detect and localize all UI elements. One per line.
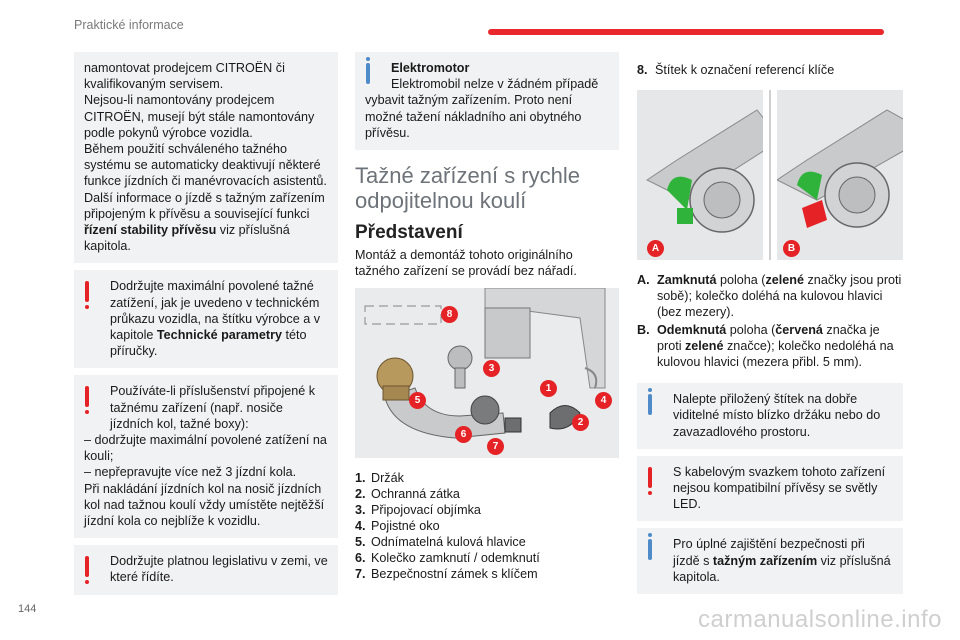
item-8: 8.Štítek k označení referencí klíče xyxy=(637,63,835,77)
warning-text-2: – dodržujte maximální povolené zatížení … xyxy=(84,433,327,464)
info-text: Nalepte přiložený štítek na dobře vidite… xyxy=(673,392,881,439)
running-header: Praktické informace xyxy=(74,18,184,32)
info-icon xyxy=(366,57,370,84)
info-text: Pro úplné zajištění bezpečnosti při jízd… xyxy=(673,537,891,584)
list-item: 2.Ochranná zátka xyxy=(355,486,460,501)
column-left: namontovat prodejcem CITROËN či kvalifik… xyxy=(74,52,338,602)
warning-icon xyxy=(648,466,652,495)
callout-2: 2 xyxy=(572,413,589,431)
callout-3: 3 xyxy=(483,359,500,377)
warning-box-legislation: Dodržujte platnou legislativu v zemi, ve… xyxy=(74,545,338,595)
list-item: 6.Kolečko zamknutí / odemknutí xyxy=(355,550,540,565)
parts-list: 1.Držák 2.Ochranná zátka 3.Připojovací o… xyxy=(355,470,619,582)
intro-box: namontovat prodejcem CITROËN či kvalifik… xyxy=(74,52,338,264)
list-item: B.Odemknutá poloha (červená značka je pr… xyxy=(637,322,894,370)
list-item: 1.Držák xyxy=(355,470,404,485)
intro-line-2: Nejsou-li namontovány prodejcem CITROËN,… xyxy=(84,93,315,140)
list-item: 5.Odnímatelná kulová hlavice xyxy=(355,534,526,549)
warning-box-led: S kabelovým svazkem tohoto zařízení nejs… xyxy=(637,455,903,522)
lock-figures: A B xyxy=(637,90,903,260)
warning-text: Dodržujte platnou legislativu v zemi, ve… xyxy=(110,554,328,585)
intro-text: Montáž a demontáž tohoto originálního ta… xyxy=(355,248,577,279)
callout-1: 1 xyxy=(540,379,557,397)
warning-text-1: Používáte-li příslušenství připojené k t… xyxy=(110,384,316,431)
warning-text-4: Při nakládání jízdních kol na nosič jízd… xyxy=(84,481,325,529)
figure-b: B xyxy=(776,90,903,260)
warning-text-3: – nepřepravujte více než 3 jízdní kola. xyxy=(84,465,297,480)
info-box-electric: Elektromotor Elektromobil nelze v žádném… xyxy=(355,52,619,151)
subheading: Představení xyxy=(355,222,463,244)
info-box-label: Nalepte přiložený štítek na dobře vidite… xyxy=(637,383,903,449)
callout-5: 5 xyxy=(409,391,426,409)
warning-icon xyxy=(85,386,89,415)
list-item: 4.Pojistné oko xyxy=(355,518,440,533)
info-icon xyxy=(648,388,652,416)
figure-label-b: B xyxy=(782,240,800,257)
column-right: 8.Štítek k označení referencí klíče A xyxy=(637,62,903,601)
warning-icon xyxy=(85,556,89,585)
header-accent-bar xyxy=(488,29,884,35)
warning-box-towing-load: Dodržujte maximální povolené tažné zatíž… xyxy=(74,270,338,369)
list-item: 7.Bezpečnostní zámek s klíčem xyxy=(355,566,538,581)
warning-box-accessories: Používáte-li příslušenství připojené k t… xyxy=(74,375,338,539)
warning-text: Dodržujte maximální povolené tažné zatíž… xyxy=(110,279,320,359)
figure-divider xyxy=(769,90,771,260)
list-item: A.Zamknutá poloha (zelené značky jsou pr… xyxy=(637,273,902,320)
intro-line-3: Během použití schváleného tažného systém… xyxy=(84,142,327,189)
figure-label-a: A xyxy=(647,240,664,257)
callout-4: 4 xyxy=(595,391,612,409)
info-text: Elektromobil nelze v žádném případě vyba… xyxy=(365,77,599,140)
watermark: carmanualsonline.info xyxy=(698,606,942,633)
towbar-figure: 8 3 1 4 5 2 6 7 xyxy=(355,287,619,458)
info-box-safety: Pro úplné zajištění bezpečnosti při jízd… xyxy=(637,528,903,595)
lock-states-list: A.Zamknutá poloha (zelené značky jsou pr… xyxy=(637,272,903,370)
section-title: Tažné zařízení s rychle odpojitelnou kou… xyxy=(355,163,580,214)
intro-line-1: namontovat prodejcem CITROËN či kvalifik… xyxy=(84,61,285,92)
callout-7: 7 xyxy=(487,437,504,455)
callout-6: 6 xyxy=(455,425,472,443)
callout-8: 8 xyxy=(441,305,458,323)
column-middle: Elektromotor Elektromobil nelze v žádném… xyxy=(355,52,619,582)
page-number: 144 xyxy=(18,603,37,615)
warning-icon xyxy=(85,281,89,310)
list-item: 3.Připojovací objímka xyxy=(355,502,481,517)
warning-text: S kabelovým svazkem tohoto zařízení nejs… xyxy=(673,464,886,512)
info-icon xyxy=(648,533,652,561)
intro-line-4: Další informace o jízdě s tažným zařízen… xyxy=(84,190,325,254)
info-title: Elektromotor xyxy=(391,61,470,75)
figure-a: A xyxy=(637,90,764,260)
